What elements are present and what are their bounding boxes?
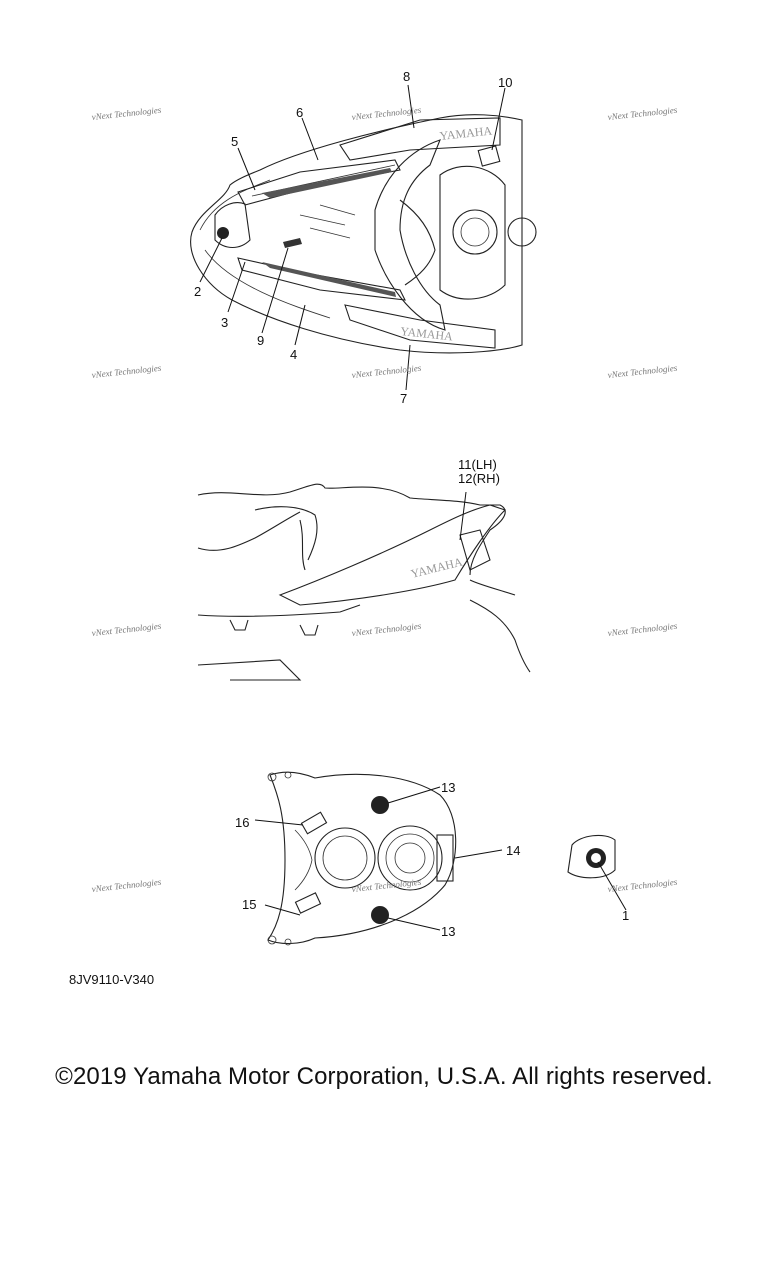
watermark: vNext Technologies bbox=[91, 621, 162, 638]
watermark: vNext Technologies bbox=[607, 621, 678, 638]
sticker-10 bbox=[477, 145, 501, 167]
side-hull-view: YAMAHA bbox=[197, 483, 531, 681]
top-hull-view: YAMAHA YAMAHA bbox=[190, 114, 537, 354]
watermark: vNext Technologies bbox=[351, 363, 422, 380]
callout-3: 3 bbox=[221, 315, 228, 330]
watermark: vNext Technologies bbox=[351, 621, 422, 638]
callout-16: 16 bbox=[235, 815, 249, 830]
callout-labels: 2 3 4 5 6 7 8 9 10 11(LH) 12(RH) 13 13 1… bbox=[194, 69, 629, 939]
watermarks: vNext Technologies vNext Technologies vN… bbox=[91, 105, 678, 894]
leader-lines bbox=[199, 84, 627, 931]
emblem-sticker-13-lower bbox=[371, 906, 389, 924]
emblem-detail-view bbox=[567, 834, 616, 879]
exploded-parts-diagram: YAMAHA YAMAHA YAMAHA bbox=[91, 69, 678, 946]
callout-4: 4 bbox=[290, 347, 297, 362]
callout-5: 5 bbox=[231, 134, 238, 149]
watermark: vNext Technologies bbox=[351, 105, 422, 122]
watermark: vNext Technologies bbox=[91, 877, 162, 894]
yamaha-logo-lower: YAMAHA bbox=[400, 324, 454, 343]
emblem-sticker-13-upper bbox=[371, 796, 389, 814]
callout-13-upper: 13 bbox=[441, 780, 455, 795]
callout-6: 6 bbox=[296, 105, 303, 120]
callout-12: 12(RH) bbox=[458, 471, 500, 486]
callout-11: 11(LH) bbox=[458, 457, 497, 472]
callout-15: 15 bbox=[242, 897, 256, 912]
callout-7: 7 bbox=[400, 391, 407, 406]
watermark: vNext Technologies bbox=[607, 105, 678, 122]
callout-2: 2 bbox=[194, 284, 201, 299]
callout-13-lower: 13 bbox=[441, 924, 455, 939]
sticker-16 bbox=[300, 811, 328, 835]
callout-14: 14 bbox=[506, 843, 520, 858]
sticker-14 bbox=[436, 834, 454, 882]
watermark: vNext Technologies bbox=[91, 363, 162, 380]
watermark: vNext Technologies bbox=[607, 877, 678, 894]
callout-8: 8 bbox=[403, 69, 410, 84]
emblem-sticker-2 bbox=[217, 227, 229, 239]
yamaha-logo-upper: YAMAHA bbox=[439, 124, 493, 143]
yamaha-logo-side: YAMAHA bbox=[409, 555, 464, 581]
diagram-part-code: 8JV9110-V340 bbox=[69, 972, 155, 987]
sticker-15 bbox=[294, 892, 322, 914]
callout-10: 10 bbox=[498, 75, 512, 90]
callout-1: 1 bbox=[622, 908, 629, 923]
rear-deck-view bbox=[267, 771, 457, 946]
watermark: vNext Technologies bbox=[91, 105, 162, 122]
copyright-notice: ©2019 Yamaha Motor Corporation, U.S.A. A… bbox=[55, 1063, 713, 1090]
callout-9: 9 bbox=[257, 333, 264, 348]
watermark: vNext Technologies bbox=[607, 363, 678, 380]
